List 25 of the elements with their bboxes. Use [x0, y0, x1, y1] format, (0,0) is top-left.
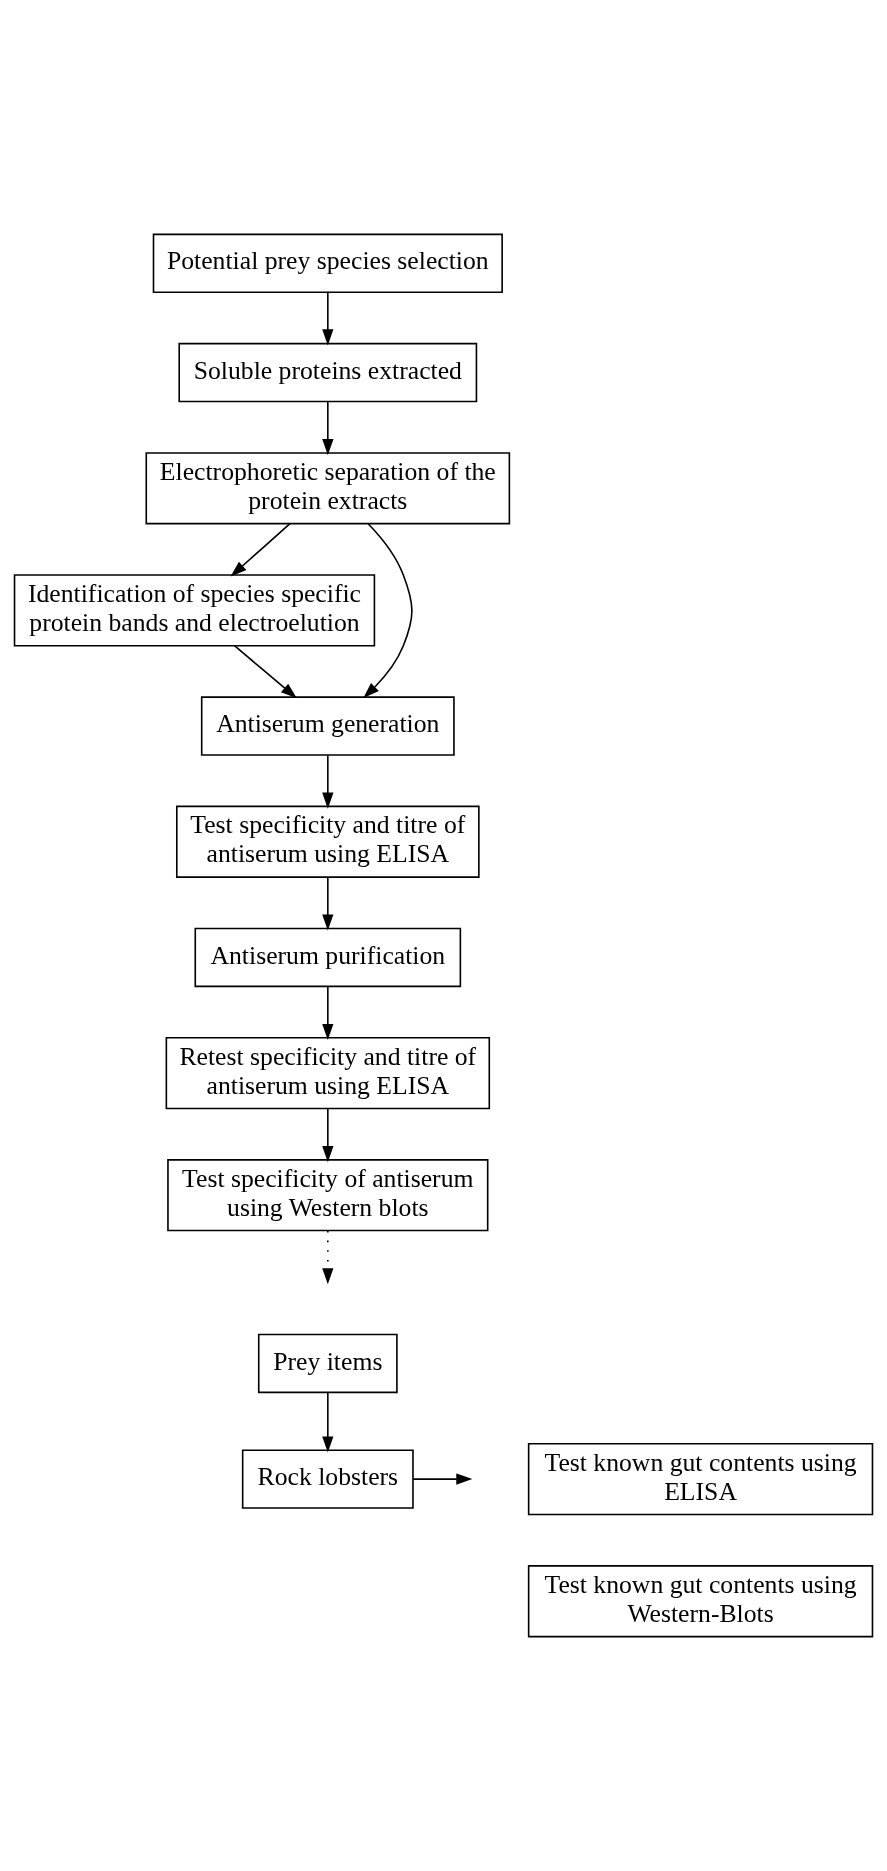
- node-box: Antiserum purification: [194, 927, 462, 988]
- node-box: Test specificity and titre of antiserum using ELISA: [176, 805, 480, 878]
- arrow: [322, 1392, 334, 1453]
- node-box: Test known gut contents using ELISA: [527, 1442, 874, 1516]
- arrow: [363, 523, 413, 699]
- arrow: [412, 1473, 473, 1485]
- node-box: Retest specificity and titre of antiserum using ELISA: [165, 1036, 491, 1110]
- arrow: [322, 401, 334, 456]
- node-box: Potential prey species selection: [152, 233, 503, 294]
- node-box: Rock lobsters: [241, 1449, 414, 1509]
- arrow: [322, 1107, 334, 1163]
- node-box: Electrophoretic separation of the protein extracts: [145, 452, 511, 525]
- arrow: [322, 986, 334, 1041]
- arrow: [322, 1230, 334, 1285]
- node-box: Test known gut contents using Western-Blots: [527, 1565, 874, 1638]
- node-box: Identification of species specific protein bands and electroelution: [13, 574, 376, 647]
- node-box: Prey items: [257, 1333, 398, 1394]
- node-box: Soluble proteins extracted: [178, 342, 478, 403]
- node-box: Antiserum generation: [200, 696, 455, 756]
- arrow: [230, 522, 291, 577]
- arrow: [322, 876, 334, 931]
- arrow: [233, 644, 297, 699]
- arrow: [322, 754, 334, 809]
- arrow: [322, 292, 334, 346]
- node-box: Test specificity of antiserum using Western blots: [167, 1159, 489, 1232]
